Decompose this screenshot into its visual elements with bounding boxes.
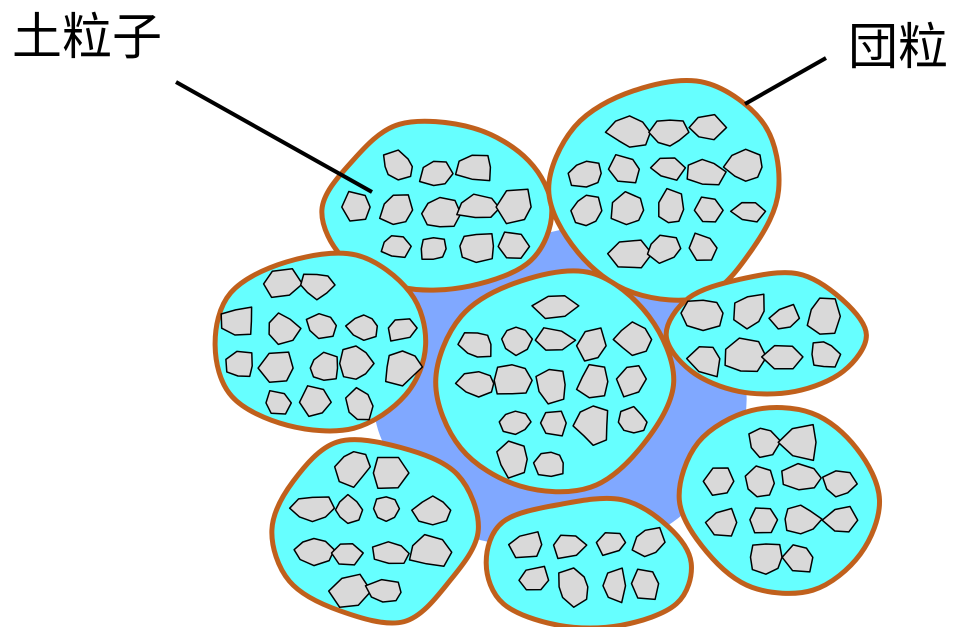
- aggregate: [215, 253, 426, 431]
- aggregate: [666, 273, 866, 394]
- soil-particle-label: 土粒子: [12, 12, 162, 62]
- leader-line-soil-particle: [176, 82, 372, 192]
- aggregate: [679, 408, 879, 594]
- soil-particle: [421, 238, 446, 259]
- aggregate: [486, 498, 691, 627]
- soil-particle: [494, 365, 532, 394]
- aggregate: [272, 440, 479, 623]
- aggregate-body: [486, 498, 691, 627]
- aggregate-label: 団粒: [848, 22, 948, 72]
- soil-particle: [681, 300, 723, 330]
- leader-line-aggregate: [745, 58, 826, 104]
- soil-particle: [460, 234, 494, 263]
- aggregate-body: [666, 273, 866, 394]
